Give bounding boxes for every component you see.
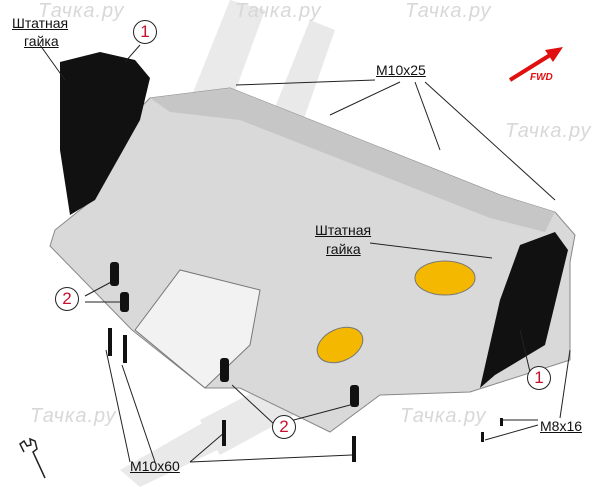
left-bracket: [60, 52, 150, 215]
watermark: Тачка.ру: [235, 0, 322, 22]
drain-hatch: [414, 260, 476, 296]
spacers: [108, 262, 503, 462]
bolt-m10x25-label: M10x25: [376, 62, 426, 78]
standard-nut-label: гайка: [326, 241, 361, 257]
standard-nut-label: гайка: [24, 33, 59, 49]
watermark: Тачка.ру: [38, 0, 125, 22]
fwd-label: FWD: [530, 72, 553, 83]
bolt-m8x16-label: M8x16: [540, 418, 583, 434]
leader-lines: [39, 44, 571, 463]
watermark: Тачка.ру: [30, 405, 117, 427]
callout-bracket: 1: [527, 366, 551, 390]
bolt-m10x60-label: M10x60: [130, 458, 180, 474]
watermark: Тачка.ру: [400, 405, 487, 427]
fwd-arrow-icon: [508, 47, 563, 82]
right-bracket: [480, 232, 568, 388]
callout-bracket: 1: [133, 20, 157, 44]
standard-nut-label: Штатная: [315, 222, 372, 238]
callout-spacer: 2: [272, 415, 296, 439]
drain-hatch: [316, 326, 364, 364]
watermark: Тачка.ру: [505, 120, 592, 142]
wrench-icon: [19, 437, 46, 479]
callout-spacer: 2: [55, 287, 79, 311]
vent-cutout: [134, 269, 261, 389]
standard-nut-label: Штатная: [12, 15, 69, 31]
watermark: Тачка.ру: [405, 0, 492, 22]
